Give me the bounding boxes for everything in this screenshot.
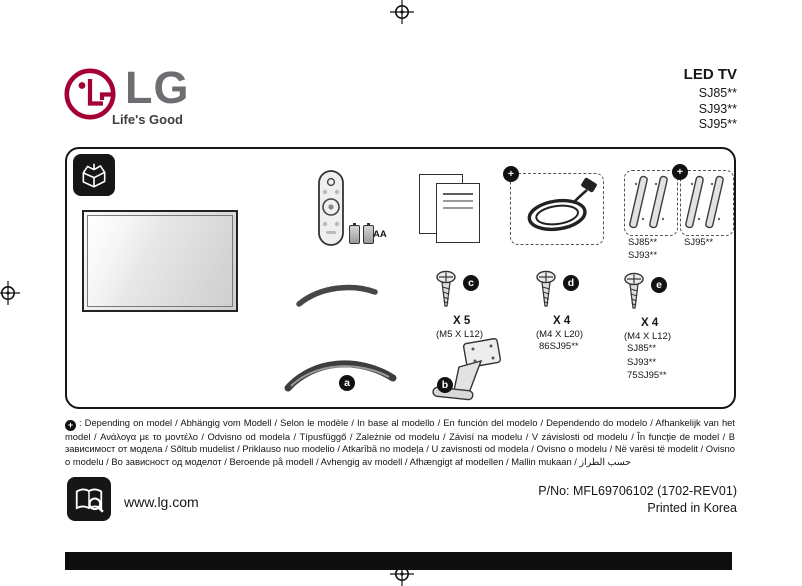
bracket-model-list: SJ85** SJ93** [628,237,657,262]
wall-bracket-box-2: + [672,164,734,236]
bracket-model: SJ85** [628,237,658,248]
battery-icon [349,223,360,244]
screw-icon [536,270,556,307]
open-box-icon [73,154,115,196]
power-cable-illustration [527,177,597,232]
model-block: LED TV SJ85** SJ93** SJ95** [684,66,737,133]
part-label-d: d [563,275,579,291]
screw-model: 75SJ95** [627,370,667,381]
screw-model-list: 86SJ95** [535,341,621,354]
bracket-model-list: SJ95** [684,237,713,250]
part-label-a: a [339,375,355,391]
lg-logo-icon [64,68,116,120]
battery-type-label: AA [373,229,387,240]
wall-bracket-illustration [685,175,724,229]
website-text: www.lg.com [124,494,199,510]
part-label-b: b [437,377,453,393]
stand-base-illustration [284,360,397,392]
depends-on-model-icon: + [65,420,76,431]
screw-spec: (M4 X L20) [536,329,583,340]
batteries-illustration [349,223,374,244]
part-label-e: e [651,277,667,293]
power-cable-box: + [503,166,604,245]
model-number: SJ93** [698,101,737,116]
model-dependency-text: : Depending on model / Abhängig vom Mode… [65,417,735,467]
wall-bracket-illustration [629,175,668,229]
depends-on-model-icon: + [672,164,688,180]
screw-icon [436,270,456,307]
screw-model-list: SJ85** SJ93** 75SJ95** [623,343,709,383]
stand-body-illustration [432,338,502,401]
screw-quantity: X 4 [553,315,571,327]
screw-quantity: X 5 [453,315,471,327]
screw-spec: (M4 X L12) [624,331,671,342]
logo-tagline: Life's Good [112,112,183,127]
print-info-block: P/No: MFL69706102 (1702-REV01) Printed i… [538,483,737,517]
screw-model: SJ93** [627,356,657,368]
registration-mark-bottom [390,562,414,586]
registration-mark-top [390,0,414,24]
printed-in: Printed in Korea [647,501,737,515]
wall-bracket-box-1 [624,170,678,236]
tv-screen [87,215,233,307]
screw-model: SJ85** [627,343,657,354]
screw-group-e: e X 4 (M4 X L12) SJ85** SJ93** 75SJ95** [623,272,709,383]
bracket-model: SJ93** [628,249,658,261]
screw-spec: (M5 X L12) [436,329,483,340]
tv-illustration [82,210,238,312]
depends-on-model-icon: + [503,166,519,182]
manuals-illustration [419,174,483,244]
screw-quantity: X 4 [641,317,659,329]
screw-model: 86SJ95** [539,341,579,352]
manual-book-icon [67,477,111,521]
cable-holder-illustration [296,284,378,307]
part-label-c: c [463,275,479,291]
part-number: P/No: MFL69706102 (1702-REV01) [538,484,737,498]
screw-group-c: c X 5 (M5 X L12) [435,270,521,340]
model-dependency-note: +: Depending on model / Abhängig vom Mod… [65,417,735,468]
screw-group-d: d X 4 (M4 X L20) 86SJ95** [535,270,621,354]
lg-logo-text: LG [125,62,190,113]
model-number: SJ95** [698,117,737,131]
product-type-label: LED TV [683,66,737,83]
battery-icon [363,223,374,244]
accessories-box: AA + [65,147,736,409]
remote-control-illustration [318,170,344,246]
bottom-bar [65,552,732,570]
manual-sheet [436,183,480,243]
screw-icon [624,272,644,309]
model-number: SJ85** [698,86,737,100]
bracket-model: SJ95** [684,237,714,248]
registration-mark-left [0,281,20,305]
